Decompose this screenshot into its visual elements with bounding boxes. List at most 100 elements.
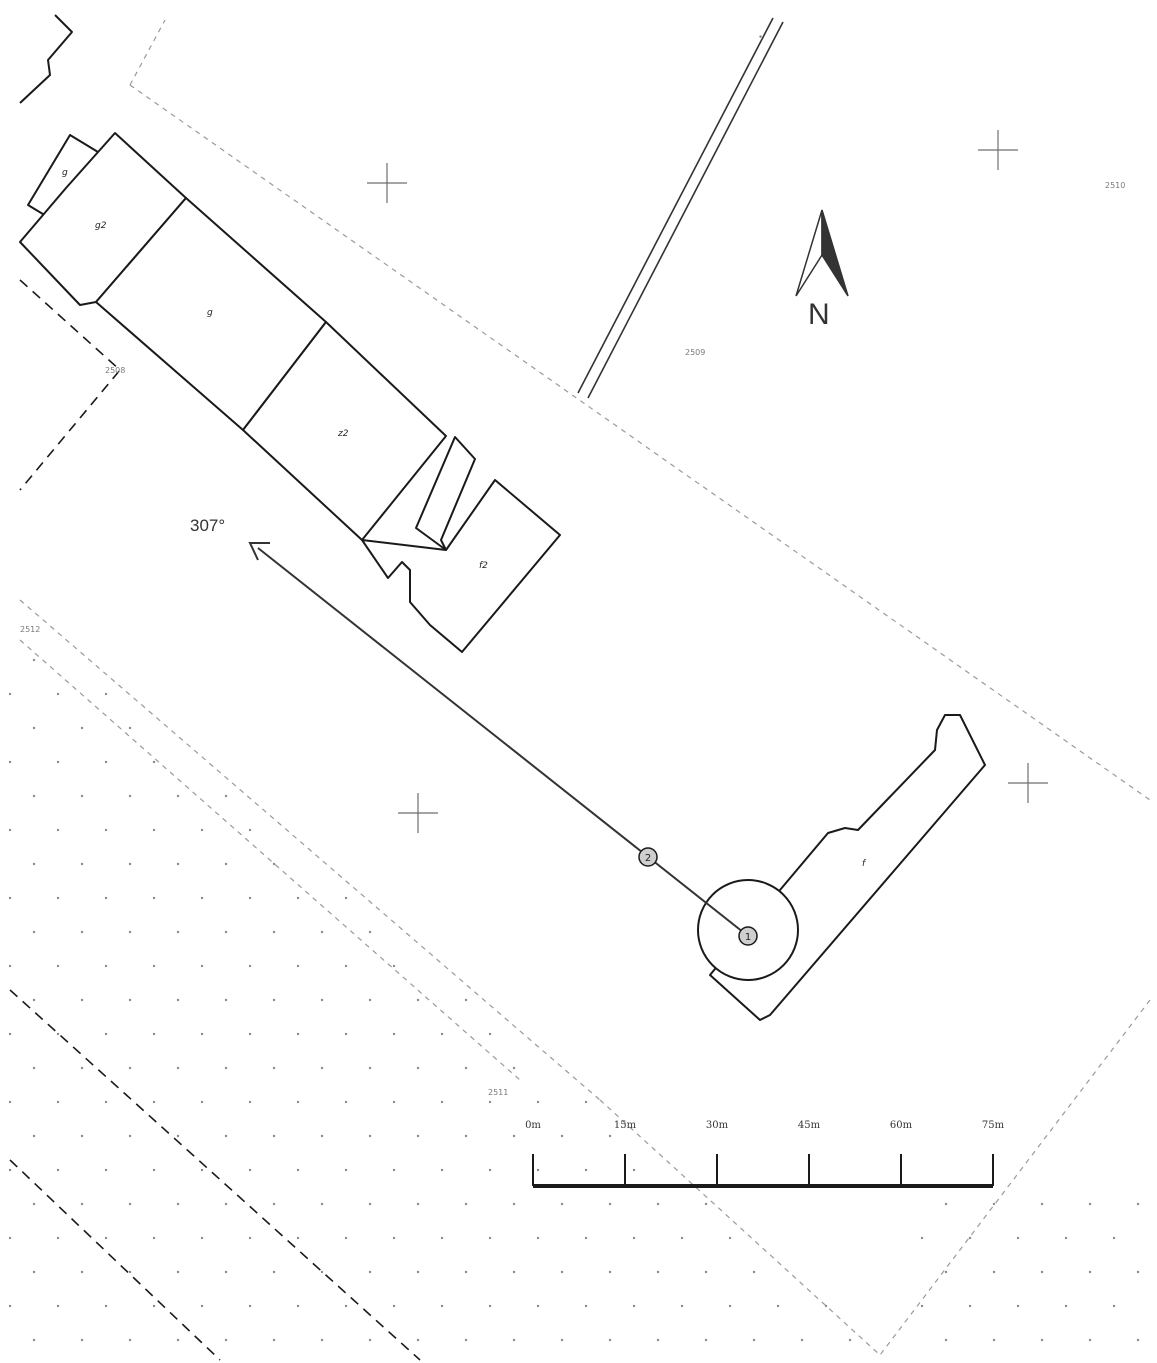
field-dot [176,1134,180,1138]
field-dot [392,1236,396,1240]
field-dot [104,692,108,696]
field-dot [32,1202,36,1206]
field-dot [392,1032,396,1036]
field-dot [1136,1338,1140,1342]
field-dot [32,1134,36,1138]
field-dot [320,1338,324,1342]
field-dot [176,1202,180,1206]
field-dot [8,1032,12,1036]
field-dot [992,1338,996,1342]
field-dot [368,1202,372,1206]
field-dot [176,930,180,934]
north-arrow: N [795,209,849,331]
field-dot [8,1304,12,1308]
field-dot [344,1168,348,1172]
field-dot [560,1270,564,1274]
field-dot [320,930,324,934]
field-dot [200,1304,204,1308]
field-dot [368,1270,372,1274]
parcel-numbers: 2510 2509 2508 2511 2512 [20,181,1125,1097]
field-dot [1088,1270,1092,1274]
field-dot [152,1236,156,1240]
field-dot [728,1304,732,1308]
field-dot [344,896,348,900]
field-dot [224,1338,228,1342]
field-dot [512,1134,516,1138]
parcel-boundary-heavy-south-1 [9,989,421,1361]
field-dot [248,1032,252,1036]
field-dot [272,1134,276,1138]
parcel-boundary-heavy-west [19,279,122,491]
field-dot [224,862,228,866]
field-dot [416,1134,420,1138]
field-dot [1040,1338,1044,1342]
field-dot [368,1066,372,1070]
field-dot [8,828,12,832]
field-dot [152,1168,156,1172]
parcel-number: 2510 [1105,181,1125,190]
field-dot [128,930,132,934]
field-dot [128,1338,132,1342]
field-dot [176,1270,180,1274]
access-road: • [577,17,784,399]
field-dot [176,1338,180,1342]
field-dot [1136,1270,1140,1274]
building-z2 [242,321,447,541]
field-dot [200,1032,204,1036]
field-dot [848,1338,852,1342]
field-dot [1088,1338,1092,1342]
field-dot [80,1338,84,1342]
field-dot [248,1100,252,1104]
field-dot [440,1100,444,1104]
marker-2[interactable]: 2 [638,847,658,867]
field-dot [344,964,348,968]
field-dot [368,1338,372,1342]
field-dot [344,1304,348,1308]
field-dot [1016,1236,1020,1240]
field-dot [152,760,156,764]
field-dot [920,1236,924,1240]
field-dot [1088,1202,1092,1206]
parcel-boundary-east-corner [879,999,1151,1356]
field-dot [56,828,60,832]
scale-label: 30m [706,1120,729,1131]
field-dot [200,1168,204,1172]
field-dot [56,1304,60,1308]
field-dot [80,1066,84,1070]
field-dot [632,1168,636,1172]
building-label-z2: z2 [337,429,349,439]
survey-cross [1008,763,1048,803]
field-dot [224,1066,228,1070]
field-dot [32,862,36,866]
field-dot [728,1236,732,1240]
field-dot [368,1134,372,1138]
field-dot [104,828,108,832]
field-dot [104,1168,108,1172]
field-dot [992,1202,996,1206]
field-dot [320,1202,324,1206]
field-dot [272,1202,276,1206]
field-dot [416,1202,420,1206]
field-dot [1040,1202,1044,1206]
field-dot [128,1202,132,1206]
field-dot [536,1304,540,1308]
building-f2-upper [415,436,476,551]
survey-cross [398,793,438,833]
marker-1[interactable]: 1 [738,926,758,946]
field-dot [8,692,12,696]
field-dot [320,1270,324,1274]
building-f2 [361,479,561,653]
field-dot [488,1032,492,1036]
field-dot [200,896,204,900]
field-dot [128,862,132,866]
field-dot [752,1270,756,1274]
field-dot [704,1338,708,1342]
field-dot [1040,1270,1044,1274]
field-dot [104,1100,108,1104]
field-dot [560,1338,564,1342]
field-dot [1112,1236,1116,1240]
field-dot [464,1202,468,1206]
field-dot [512,1066,516,1070]
